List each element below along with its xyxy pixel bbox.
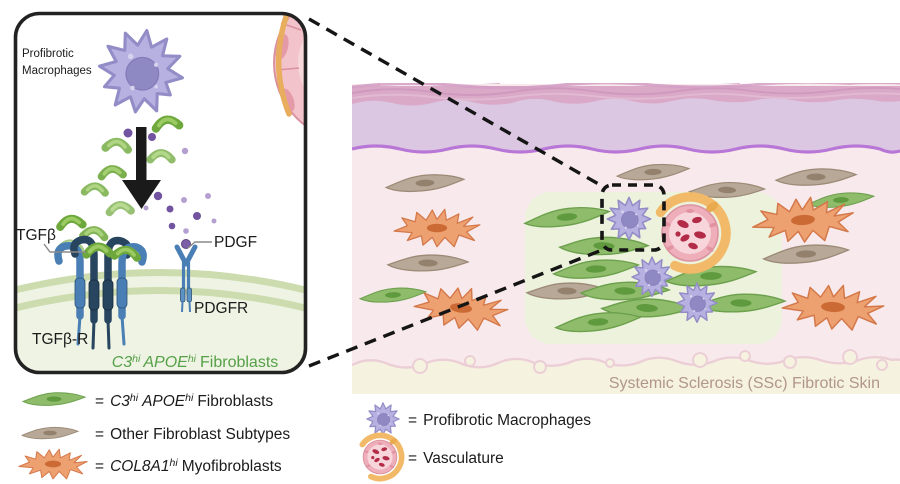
pdgf-label: PDGF: [214, 234, 257, 251]
pdgf-ligand-dot: [181, 239, 191, 249]
legend-label: =Other Fibroblast Subtypes: [95, 426, 290, 443]
secretion-arrow-icon: [122, 127, 161, 209]
macrophage-label-line1: Profibrotic: [22, 48, 74, 60]
zoom-connector-line-bottom: [308, 248, 603, 368]
vasculature-legend-icon: [362, 435, 401, 478]
myofibroblast-icon: [18, 448, 88, 480]
legend-item: =Other Fibroblast Subtypes: [21, 426, 290, 443]
pdgfr-receptor-icon: [174, 239, 198, 313]
pdgf-molecule-icons: [123, 128, 217, 234]
inset-border: [13, 11, 308, 375]
cell-membrane: [15, 269, 306, 373]
legend-item: =Vasculature: [362, 435, 504, 478]
macrophage-legend-icon: [366, 402, 400, 436]
subcutis-layer: [352, 349, 900, 394]
macrophage-label-line2: Macrophages: [22, 65, 92, 77]
other-fibroblast-icon: [21, 426, 79, 440]
pdgfr-label: PDGFR: [194, 300, 248, 317]
skin-caption: Systemic Sclerosis (SSc) Fibrotic Skin: [609, 375, 880, 392]
inset-panel: Profibrotic Macrophages TGFβ PDGF PDGFR …: [13, 11, 308, 375]
legend-label: =Vasculature: [408, 450, 504, 467]
legend-label: =Profibrotic Macrophages: [408, 412, 591, 429]
legend-item: =Profibrotic Macrophages: [366, 402, 591, 436]
skin-panel: Systemic Sclerosis (SSc) Fibrotic Skin: [352, 83, 900, 394]
basement-membrane-line: [352, 144, 900, 154]
zoom-connector-line-top: [308, 17, 603, 188]
vessel-fragment: [273, 13, 306, 142]
stratum-corneum-layer: [352, 83, 900, 116]
c3-apoe-fibroblast-icon: [22, 392, 86, 406]
tgfb-callout-line: [43, 243, 86, 253]
pdgf-callout-line: [187, 241, 212, 249]
tgfbr-label: TGFβ-R: [32, 331, 88, 348]
tgfb-label: TGFβ: [16, 227, 56, 244]
legend-right: =Profibrotic Macrophages =Vasculature: [362, 402, 591, 479]
zoom-dashed-box: [600, 183, 666, 252]
